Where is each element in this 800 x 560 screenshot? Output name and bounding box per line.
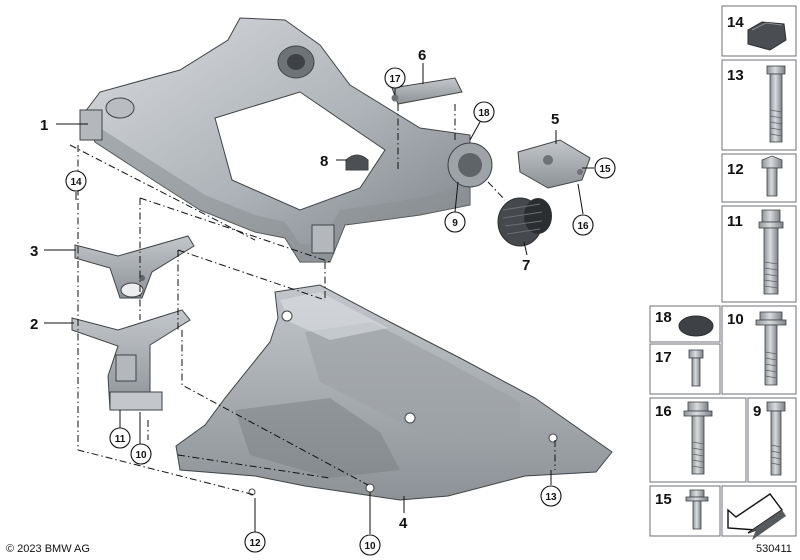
circled-callout-12: 12	[244, 531, 266, 553]
svg-text:18: 18	[655, 309, 672, 326]
tension-strut-3	[74, 235, 195, 299]
legend-cell-16[interactable]: 16	[649, 397, 747, 483]
circled-callout-9: 9	[444, 211, 466, 233]
assembly-lines	[69, 104, 556, 496]
circled-callout-16: 16	[572, 214, 594, 236]
legend-cell-9[interactable]: 9	[747, 397, 797, 483]
svg-text:11: 11	[115, 434, 126, 445]
callout-7: 7	[522, 257, 530, 274]
front-axle-subframe	[79, 17, 493, 263]
legend-cell-arrow[interactable]	[721, 485, 797, 540]
svg-text:13: 13	[727, 67, 744, 84]
svg-text:11: 11	[727, 213, 743, 230]
legend-cell-18[interactable]: 18	[649, 305, 721, 343]
rubber-bump-stop-8	[345, 154, 369, 171]
collar-bolt-icon	[758, 209, 784, 295]
svg-text:10: 10	[727, 311, 744, 328]
svg-text:16: 16	[655, 403, 672, 420]
svg-text:12: 12	[249, 538, 261, 549]
legend-cell-14[interactable]: 14	[721, 5, 797, 57]
circled-callout-14: 14	[65, 170, 87, 192]
legend-cell-11[interactable]: 11	[721, 205, 797, 303]
sealing-plug-icon	[678, 315, 714, 337]
tension-strut-2	[71, 309, 191, 411]
svg-text:15: 15	[599, 164, 611, 175]
svg-text:17: 17	[389, 74, 401, 85]
svg-text:18: 18	[478, 108, 490, 119]
circled-callout-10-strut: 10	[130, 443, 152, 465]
svg-text:15: 15	[655, 491, 672, 508]
circled-callout-17: 17	[384, 67, 406, 89]
circled-callout-13: 13	[540, 485, 562, 507]
svg-text:17: 17	[655, 349, 672, 366]
svg-text:10: 10	[364, 541, 376, 552]
svg-text:14: 14	[727, 14, 744, 31]
copyright-notice: © 2023 BMW AG	[6, 543, 90, 555]
bracket-6	[391, 77, 463, 105]
hex-bolt-icon	[766, 401, 786, 476]
svg-text:9: 9	[452, 218, 458, 229]
circled-callout-11: 11	[109, 427, 131, 449]
washer-bolt-icon	[683, 401, 713, 475]
svg-text:13: 13	[545, 492, 557, 503]
support-bracket-5	[517, 139, 591, 189]
svg-text:14: 14	[70, 177, 82, 188]
rubber-bushing-7	[497, 197, 552, 247]
hex-bolt-long-icon	[766, 65, 786, 143]
circled-callout-10-plate: 10	[359, 534, 381, 556]
callout-1: 1	[40, 117, 48, 134]
callout-2: 2	[30, 316, 38, 333]
legend-cell-10[interactable]: 10	[721, 305, 797, 395]
svg-text:12: 12	[727, 161, 744, 178]
drawing-number: 530411	[756, 543, 792, 555]
leader-lines	[44, 63, 594, 534]
legend-cell-15[interactable]: 15	[649, 485, 721, 537]
callout-8: 8	[320, 153, 328, 170]
small-flange-bolt-icon	[685, 489, 709, 530]
circled-callout-18: 18	[473, 101, 495, 123]
callout-3: 3	[30, 243, 38, 260]
small-bolt-icon	[688, 349, 704, 387]
arrow-down-left-icon	[727, 493, 786, 540]
legend-cell-13[interactable]: 13	[721, 59, 797, 151]
svg-text:16: 16	[577, 221, 589, 232]
circled-callout-15: 15	[594, 157, 616, 179]
flange-bolt-icon	[755, 311, 787, 386]
legend-cell-12[interactable]: 12	[721, 153, 797, 203]
rubber-mount-icon	[747, 21, 787, 51]
svg-text:10: 10	[135, 450, 147, 461]
svg-text:9: 9	[753, 403, 761, 420]
callout-6: 6	[418, 47, 426, 64]
legend-cell-17[interactable]: 17	[649, 343, 721, 395]
callout-4: 4	[399, 515, 408, 532]
underbody-protection-plate-4	[175, 284, 613, 501]
callout-5: 5	[551, 111, 559, 128]
short-bolt-icon	[761, 155, 783, 197]
